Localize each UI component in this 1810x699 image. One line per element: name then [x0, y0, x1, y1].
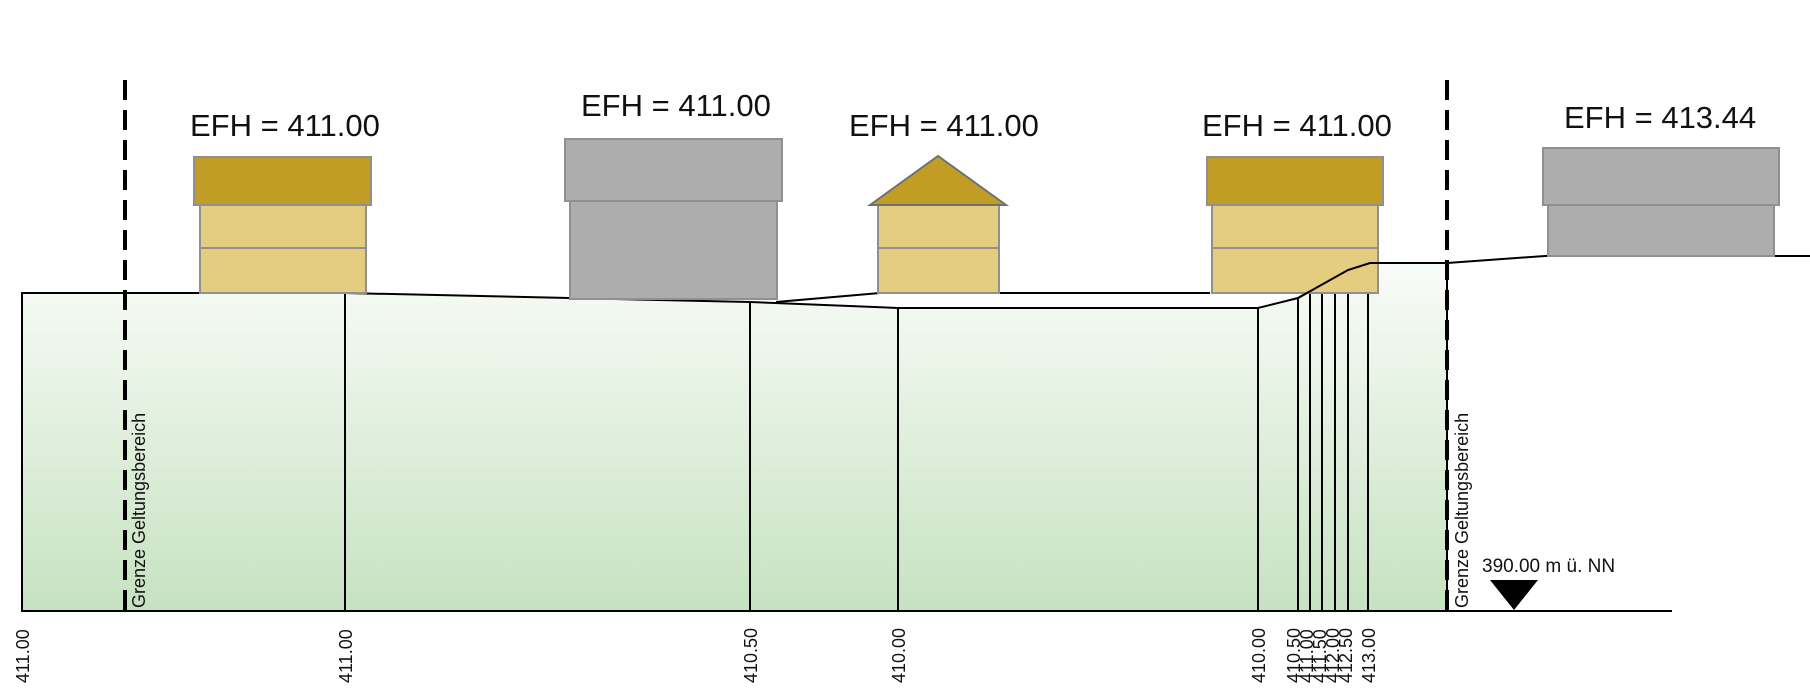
elevation-label: 412.00: [1323, 628, 1343, 683]
elevation-label: 411.00: [13, 629, 33, 683]
elevation-label: 411.50: [1310, 629, 1330, 683]
house-4-roof: [1206, 156, 1384, 206]
elevation-label: 413.00: [1359, 628, 1379, 683]
house-1-roof: [193, 156, 372, 206]
elevation-label: 410.50: [741, 628, 761, 683]
elevation-label: 410.50: [1284, 628, 1304, 683]
house-3: [866, 154, 1010, 294]
house-5-roof: [1542, 147, 1780, 206]
station-lines: [344, 263, 1369, 611]
datum-label: 390.00 m ü. NN: [1482, 556, 1615, 577]
terrain-line-right: [1446, 255, 1810, 264]
elevation-label: 412.50: [1336, 628, 1356, 683]
elevation-label: 410.00: [1249, 628, 1269, 683]
efh-label-house-4: EFH = 411.00: [1202, 108, 1392, 143]
boundary-label-right: Grenze Geltungsbereich: [1452, 413, 1472, 608]
elevation-label: 411.00: [336, 629, 356, 683]
house-4: [1206, 156, 1384, 294]
elevation-label: 410.00: [889, 628, 909, 683]
boundary-label-left: Grenze Geltungsbereich: [129, 413, 149, 608]
house-2-roof: [564, 138, 783, 202]
terrain-line-house2: [775, 292, 881, 303]
house-5: [1542, 147, 1780, 257]
elevation-label: 411.00: [1297, 629, 1317, 683]
house-3-gable-roof: [866, 154, 1010, 206]
house-1: [193, 156, 372, 294]
efh-label-house-1: EFH = 411.00: [190, 108, 380, 143]
house-2: [564, 138, 783, 300]
ground-section: [21, 262, 1448, 612]
efh-label-house-3: EFH = 411.00: [849, 108, 1039, 143]
datum-triangle-icon: [1490, 580, 1538, 610]
efh-label-house-2: EFH = 411.00: [581, 88, 771, 123]
efh-label-house-5: EFH = 413.44: [1564, 100, 1756, 135]
terrain-line-house4: [1297, 262, 1447, 299]
